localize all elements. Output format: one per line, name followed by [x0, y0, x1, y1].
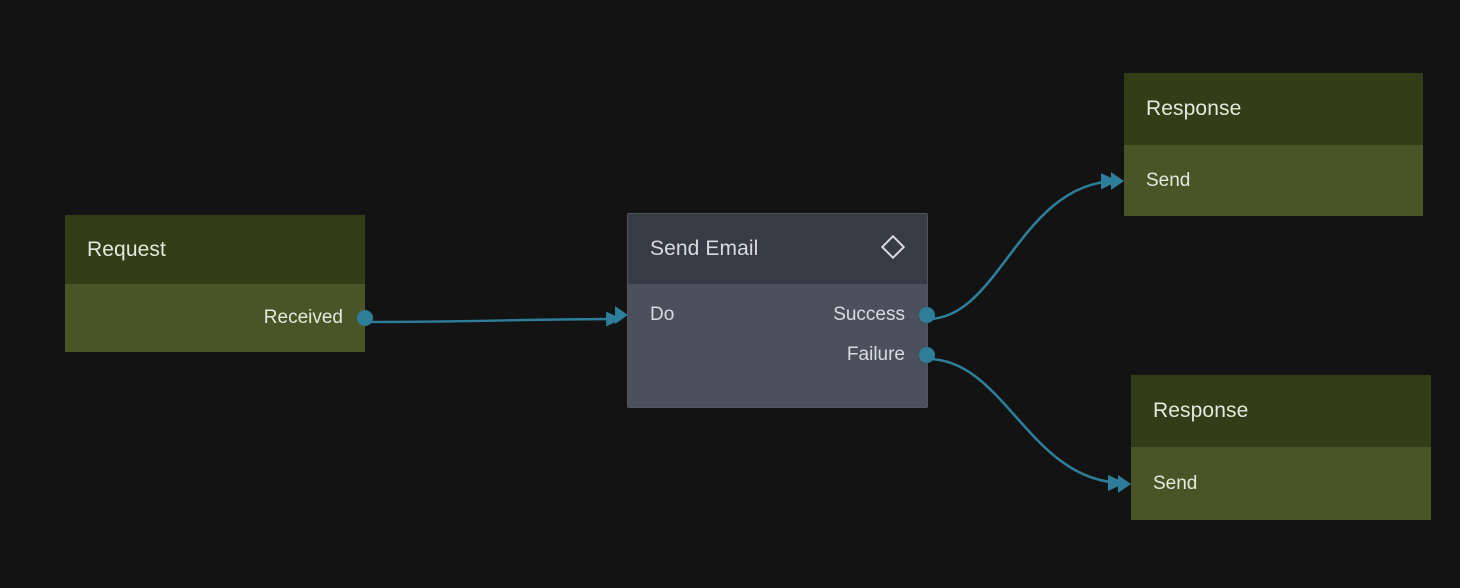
- node-response-failure-header[interactable]: Response: [1131, 375, 1431, 447]
- node-send-email[interactable]: Send Email Do Success Failure: [615, 213, 935, 408]
- input-port-do[interactable]: [615, 306, 628, 324]
- node-request-body: Received: [65, 284, 373, 352]
- node-request[interactable]: Request Received: [65, 215, 373, 352]
- node-response-success-header[interactable]: Response: [1124, 73, 1423, 145]
- node-response-failure-body: Send: [1118, 447, 1431, 520]
- input-port-send-failure[interactable]: [1118, 474, 1131, 493]
- edge-success-to-send: [927, 172, 1119, 321]
- port-label-do: Do: [650, 304, 675, 325]
- node-request-title: Request: [87, 237, 166, 261]
- node-response-success-body: Send: [1111, 145, 1423, 216]
- input-port-send-success[interactable]: [1111, 171, 1124, 190]
- port-row-received[interactable]: Received: [65, 284, 373, 352]
- edge-received-to-do: [364, 311, 622, 327]
- port-label-send-failure: Send: [1153, 472, 1198, 494]
- port-label-failure: Failure: [846, 344, 905, 365]
- port-row-success[interactable]: Success: [628, 300, 935, 330]
- output-port-success[interactable]: [919, 307, 935, 323]
- output-port-received[interactable]: [357, 310, 373, 326]
- diamond-icon[interactable]: [879, 233, 907, 266]
- node-send-email-header[interactable]: Send Email: [628, 214, 927, 284]
- port-label-success: Success: [833, 304, 905, 325]
- edge-failure-to-send: [927, 357, 1126, 492]
- node-response-failure-title: Response: [1153, 399, 1249, 422]
- port-row-send-failure[interactable]: Send: [1118, 447, 1431, 520]
- node-request-header[interactable]: Request: [65, 215, 365, 284]
- port-row-failure[interactable]: Failure: [628, 340, 935, 370]
- node-response-failure[interactable]: Response Send: [1118, 375, 1431, 520]
- node-response-success[interactable]: Response Send: [1111, 73, 1423, 216]
- node-response-success-title: Response: [1146, 97, 1242, 120]
- port-row-send-success[interactable]: Send: [1111, 145, 1423, 216]
- port-label-send-success: Send: [1146, 169, 1191, 191]
- node-send-email-title: Send Email: [650, 237, 759, 260]
- port-label-received: Received: [263, 307, 343, 328]
- node-send-email-body: Do Success Failure: [615, 284, 935, 407]
- output-port-failure[interactable]: [919, 347, 935, 363]
